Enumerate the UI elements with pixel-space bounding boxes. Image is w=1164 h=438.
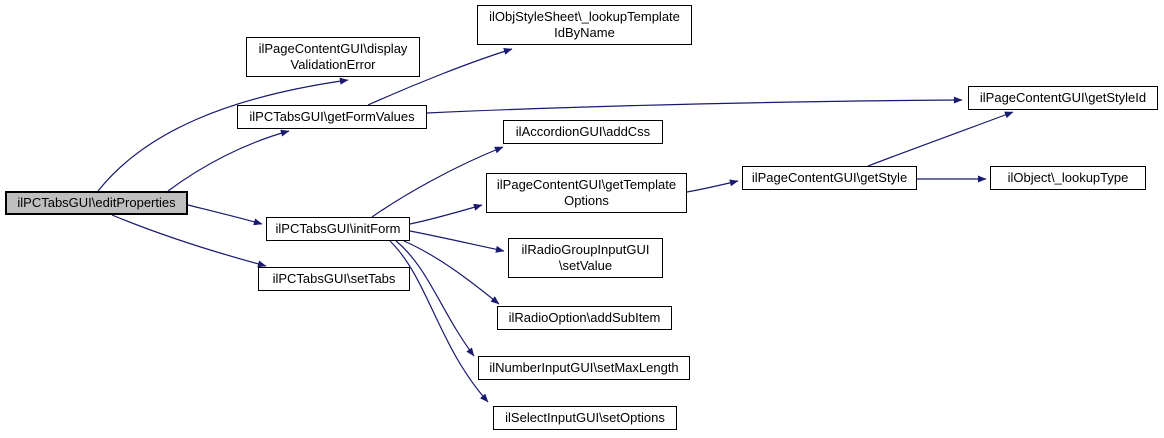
node-label: ilObject\_lookupType	[1007, 170, 1129, 186]
edge-editProperties-to-setTabs	[111, 214, 267, 268]
node-ilAccordionGUI-addCss[interactable]: ilAccordionGUI\addCss	[503, 120, 663, 144]
edge-getTemplateOptions-to-getStyle	[686, 179, 739, 193]
node-label: IdByName	[554, 25, 615, 40]
edge-initForm-to-setMaxLength	[395, 240, 475, 357]
node-label: ilRadioGroupInputGUI	[521, 242, 650, 258]
node-label: ValidationError	[290, 57, 376, 72]
node-label: ilPCTabsGUI\editProperties	[17, 195, 176, 211]
node-ilSelectInputGUI-setOptions[interactable]: ilSelectInputGUI\setOptions	[493, 406, 677, 430]
node-label: ilPageContentGUI\getStyleId	[979, 90, 1147, 106]
node-ilPageContentGUI-getStyleId[interactable]: ilPageContentGUI\getStyleId	[968, 86, 1158, 110]
node-label: Options	[564, 193, 609, 208]
node-ilObject-lookupType[interactable]: ilObject\_lookupType	[990, 166, 1146, 190]
node-label: ilNumberInputGUI\setMaxLength	[489, 360, 679, 376]
node-label: ilPCTabsGUI\setTabs	[272, 271, 396, 287]
node-ilPageContentGUI-displayValidationError[interactable]: ilPageContentGUI\display ValidationError	[246, 37, 420, 77]
edge-initForm-to-setValue	[409, 230, 505, 253]
node-label: ilPageContentGUI\getStyle	[751, 170, 908, 186]
edge-initForm-to-setOptions	[389, 240, 489, 403]
edge-getStyle-to-getStyleId	[867, 111, 1014, 167]
edge-editProperties-to-getFormValues	[167, 129, 290, 192]
node-label: ilPageContentGUI\display	[258, 41, 408, 57]
node-ilRadioOption-addSubItem[interactable]: ilRadioOption\addSubItem	[497, 306, 672, 330]
node-label: ilPCTabsGUI\initForm	[275, 221, 401, 237]
node-ilPCTabsGUI-initForm[interactable]: ilPCTabsGUI\initForm	[266, 217, 410, 241]
node-ilPCTabsGUI-editProperties: ilPCTabsGUI\editProperties	[5, 191, 188, 215]
edge-editProperties-to-initForm	[187, 204, 263, 226]
edge-getFormValues-to-lookupTemplateIdByName	[367, 48, 513, 106]
node-ilPageContentGUI-getTemplateOptions[interactable]: ilPageContentGUI\getTemplate Options	[486, 173, 687, 213]
node-label: ilPageContentGUI\getTemplate	[496, 177, 677, 193]
node-label: \setValue	[558, 258, 613, 273]
node-ilPCTabsGUI-getFormValues[interactable]: ilPCTabsGUI\getFormValues	[237, 105, 427, 129]
node-label: ilSelectInputGUI\setOptions	[505, 410, 665, 426]
node-ilPCTabsGUI-setTabs[interactable]: ilPCTabsGUI\setTabs	[258, 267, 410, 291]
node-ilPageContentGUI-getStyle[interactable]: ilPageContentGUI\getStyle	[742, 166, 917, 190]
node-label: ilAccordionGUI\addCss	[515, 124, 651, 140]
node-ilRadioGroupInputGUI-setValue[interactable]: ilRadioGroupInputGUI \setValue	[508, 238, 663, 278]
edge-initForm-to-getTemplateOptions	[409, 203, 483, 225]
edge-initForm-to-addCss	[371, 146, 504, 218]
edge-getFormValues-to-getStyleId	[426, 96, 963, 114]
node-ilObjStyleSheet-lookupTemplateIdByName[interactable]: ilObjStyleSheet\_lookupTemplate IdByName	[477, 5, 692, 45]
node-label: ilObjStyleSheet\_lookupTemplate	[489, 9, 680, 25]
node-label: ilRadioOption\addSubItem	[508, 310, 661, 326]
edge-editProperties-to-displayValidationError	[97, 77, 349, 192]
edge-initForm-to-addSubItem	[403, 240, 500, 305]
node-label: ilPCTabsGUI\getFormValues	[249, 109, 415, 125]
node-ilNumberInputGUI-setMaxLength[interactable]: ilNumberInputGUI\setMaxLength	[478, 356, 690, 380]
